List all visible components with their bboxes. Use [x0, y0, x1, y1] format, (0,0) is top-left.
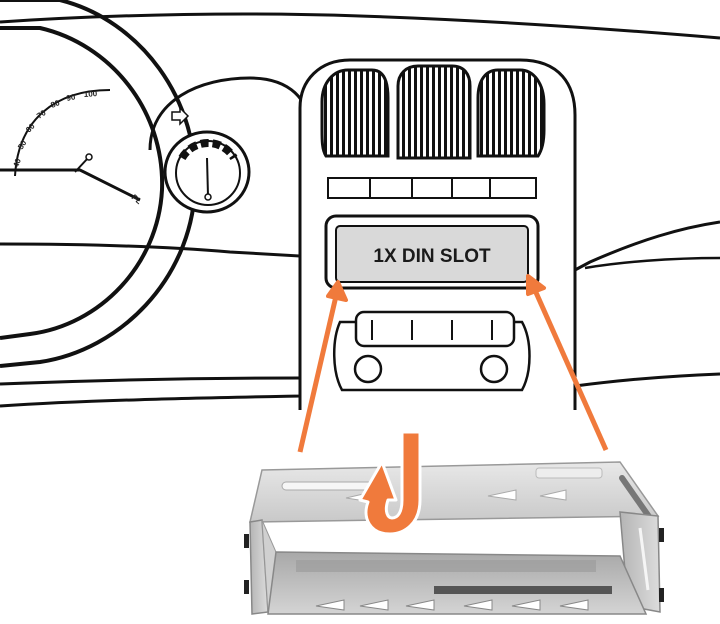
small-gauge-needle [207, 158, 208, 196]
dashboard-right-contour [585, 258, 720, 268]
air-vent-center [398, 66, 470, 158]
dashboard-right-panel [575, 222, 720, 270]
small-gauge [165, 132, 249, 212]
climate-knob-right [481, 356, 507, 382]
climate-control-panel [334, 312, 529, 390]
curved-arrow-icon [360, 432, 420, 534]
air-vent-right [478, 70, 544, 156]
speedo-num-50: 50 [16, 138, 29, 151]
speedo-num-40: 40 [11, 157, 23, 169]
din-slot: 1X DIN SLOT [326, 216, 538, 288]
climate-knob-left [355, 356, 381, 382]
radio-mounting-cage [244, 462, 664, 614]
dashboard-right-lower-edge [575, 374, 720, 386]
air-vents [322, 66, 544, 158]
din-slot-label: 1X DIN SLOT [373, 246, 491, 267]
dashboard-left-lower-edge [0, 378, 300, 384]
air-vent-left [322, 70, 388, 156]
hazard-button-strip [328, 178, 536, 198]
speedo-num-100: 100 [84, 89, 98, 99]
speedometer-needle-hub [86, 154, 92, 160]
speedometer: 40 50 60 70 80 90 100 PL [11, 89, 143, 206]
dashboard-top-edge [0, 14, 720, 38]
